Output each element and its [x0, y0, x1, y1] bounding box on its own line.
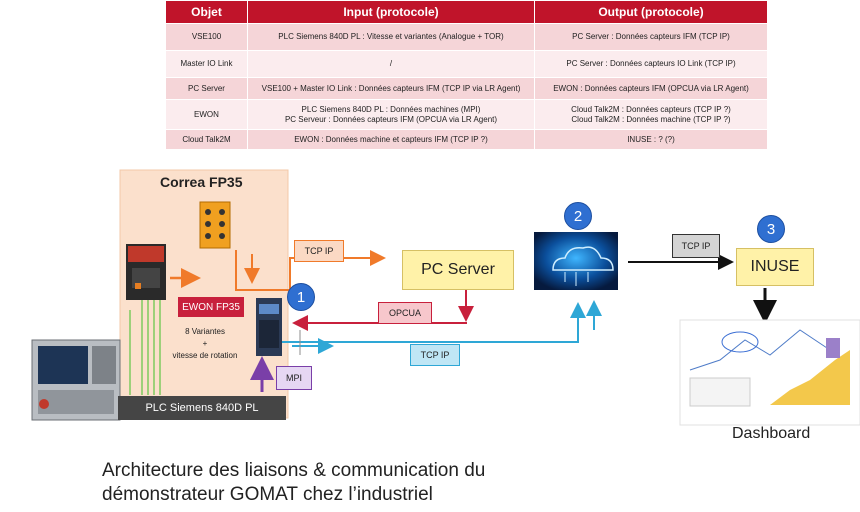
table-cell: PC Server : Données capteurs IFM (TCP IP…	[534, 23, 768, 51]
ewon-device-icon	[256, 298, 282, 356]
cable-bundle	[129, 300, 161, 395]
ewon-label: EWON FP35	[178, 297, 244, 317]
table-cell: VSE100 + Master IO Link : Données capteu…	[247, 77, 535, 100]
table-cell: PC Server : Données capteurs IO Link (TC…	[534, 50, 768, 78]
variants-line3: vitesse de rotation	[172, 351, 238, 360]
table-cell: /	[247, 50, 535, 78]
table-cell: PC Server	[165, 77, 248, 100]
plc-label: PLC Siemens 840D PL	[118, 396, 286, 420]
opcua-label: OPCUA	[378, 302, 432, 324]
table-cell: VSE100	[165, 23, 248, 51]
table-cell: PLC Siemens 840D PL : Vitesse et variant…	[247, 23, 535, 51]
mpi-label: MPI	[276, 366, 312, 390]
tcpip-cloud-label: TCP IP	[672, 234, 720, 258]
table-header-row: Objet Input (protocole) Output (protocol…	[165, 0, 768, 24]
step-1-badge: 1	[287, 283, 315, 311]
inuse-box: INUSE	[736, 248, 814, 286]
table-cell: PLC Siemens 840D PL : Données machines (…	[247, 99, 535, 130]
table-cell: EWON : Données capteurs IFM (OPCUA via L…	[534, 77, 768, 100]
dashboard-thumbnail	[679, 319, 860, 426]
variants-line2: +	[202, 339, 208, 348]
table-row: EWON PLC Siemens 840D PL : Données machi…	[165, 99, 768, 130]
tcpip-bottom-label: TCP IP	[410, 344, 460, 366]
table-row: VSE100 PLC Siemens 840D PL : Vitesse et …	[165, 23, 768, 51]
table-row: Master IO Link / PC Server : Données cap…	[165, 50, 768, 78]
table-cell: Cloud Talk2M	[165, 129, 248, 150]
step-3-badge: 3	[757, 215, 785, 243]
step-2-badge: 2	[564, 202, 592, 230]
header-objet: Objet	[165, 0, 248, 24]
caption-line1: Architecture des liaisons & communicatio…	[102, 460, 486, 481]
header-output: Output (protocole)	[534, 0, 768, 24]
caption-line2: démonstrateur GOMAT chez l’industriel	[102, 484, 433, 505]
arrow-opcua-to-ewon	[292, 315, 467, 331]
pc-server-box: PC Server	[402, 250, 514, 290]
cnc-panel-icon	[31, 339, 121, 421]
variants-text: 8 Variantes + vitesse de rotation	[150, 326, 260, 362]
dashboard-label: Dashboard	[732, 425, 811, 442]
table-cell: EWON : Données machine et capteurs IFM (…	[247, 129, 535, 150]
table-row: PC Server VSE100 + Master IO Link : Donn…	[165, 77, 768, 100]
cloud-icon	[534, 232, 618, 290]
protocol-table: Objet Input (protocole) Output (protocol…	[165, 0, 768, 150]
io-link-master-icon	[199, 201, 231, 249]
table-cell: INUSE : ? (?)	[534, 129, 768, 150]
arrow-ewon-to-cloud	[282, 302, 586, 343]
table-cell: Master IO Link	[165, 50, 248, 78]
variants-line1: 8 Variantes	[185, 327, 225, 336]
correa-title: Correa FP35	[160, 174, 243, 190]
table-row: Cloud Talk2M EWON : Données machine et c…	[165, 129, 768, 150]
tcpip-top-label: TCP IP	[294, 240, 344, 262]
vse100-device-icon	[126, 244, 166, 300]
